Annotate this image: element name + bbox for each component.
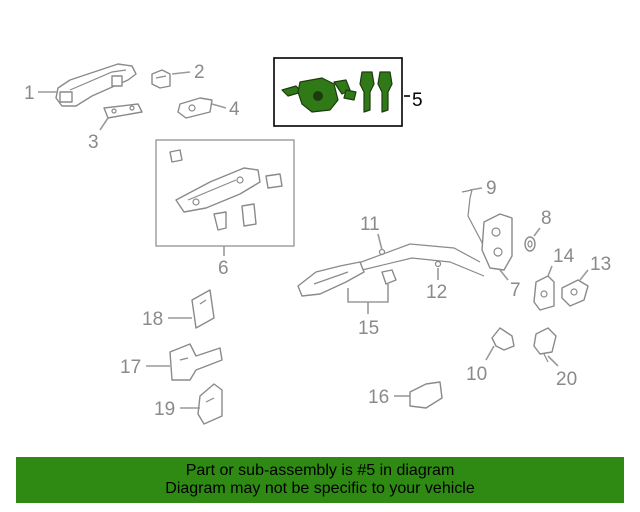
part-12-cable[interactable]	[361, 257, 485, 277]
callout-15: 15	[358, 318, 379, 339]
part-13-striker-plate[interactable]	[561, 279, 589, 307]
callout-11: 11	[360, 214, 380, 235]
part-6-outside-handle-frame[interactable]	[169, 149, 283, 231]
callout-4: 4	[229, 99, 240, 120]
callout-14: 14	[553, 246, 575, 267]
info-banner: Part or sub-assembly is #5 in diagram Di…	[16, 457, 624, 503]
callout-9: 9	[486, 178, 497, 199]
part-11-cable[interactable]	[355, 243, 481, 265]
part-1-outside-handle[interactable]	[55, 63, 137, 107]
callout-3: 3	[88, 132, 99, 153]
banner-line-2: Diagram may not be specific to your vehi…	[165, 480, 475, 497]
part-18-hinge[interactable]	[191, 289, 215, 329]
callout-8: 8	[541, 208, 552, 229]
part-20-bolt[interactable]	[533, 327, 557, 363]
callout-13: 13	[590, 254, 611, 275]
banner-line-1: Part or sub-assembly is #5 in diagram	[185, 462, 455, 479]
callout-1: 1	[24, 83, 35, 104]
callout-7: 7	[510, 280, 521, 301]
callout-18: 18	[142, 309, 163, 330]
part-4-rear-pad[interactable]	[177, 97, 213, 119]
callout-6: 6	[218, 258, 229, 279]
callout-10: 10	[466, 364, 487, 385]
part-16-trim[interactable]	[409, 381, 443, 409]
callout-16: 16	[368, 387, 389, 408]
part-17-door-check[interactable]	[169, 343, 223, 381]
callout-19: 19	[154, 399, 175, 420]
part-10-bracket[interactable]	[491, 327, 515, 351]
part-5-highlight-box	[273, 57, 403, 127]
callout-20: 20	[556, 369, 577, 390]
part-15-inside-handle[interactable]	[297, 261, 397, 297]
callout-2: 2	[194, 62, 205, 83]
part-19-lower-hinge[interactable]	[197, 383, 223, 425]
part-3-front-pad[interactable]	[103, 103, 143, 119]
callout-5: 5	[412, 90, 423, 111]
part-2-handle-cap[interactable]	[151, 69, 171, 89]
callout-17: 17	[120, 357, 141, 378]
callout-12: 12	[426, 282, 447, 303]
part-7-door-lock[interactable]	[481, 213, 513, 271]
part-6-box	[155, 139, 295, 247]
part-14-striker[interactable]	[533, 275, 555, 311]
part-8-washer[interactable]	[524, 236, 536, 252]
part-5-lock-cylinder-set[interactable]	[281, 71, 393, 113]
